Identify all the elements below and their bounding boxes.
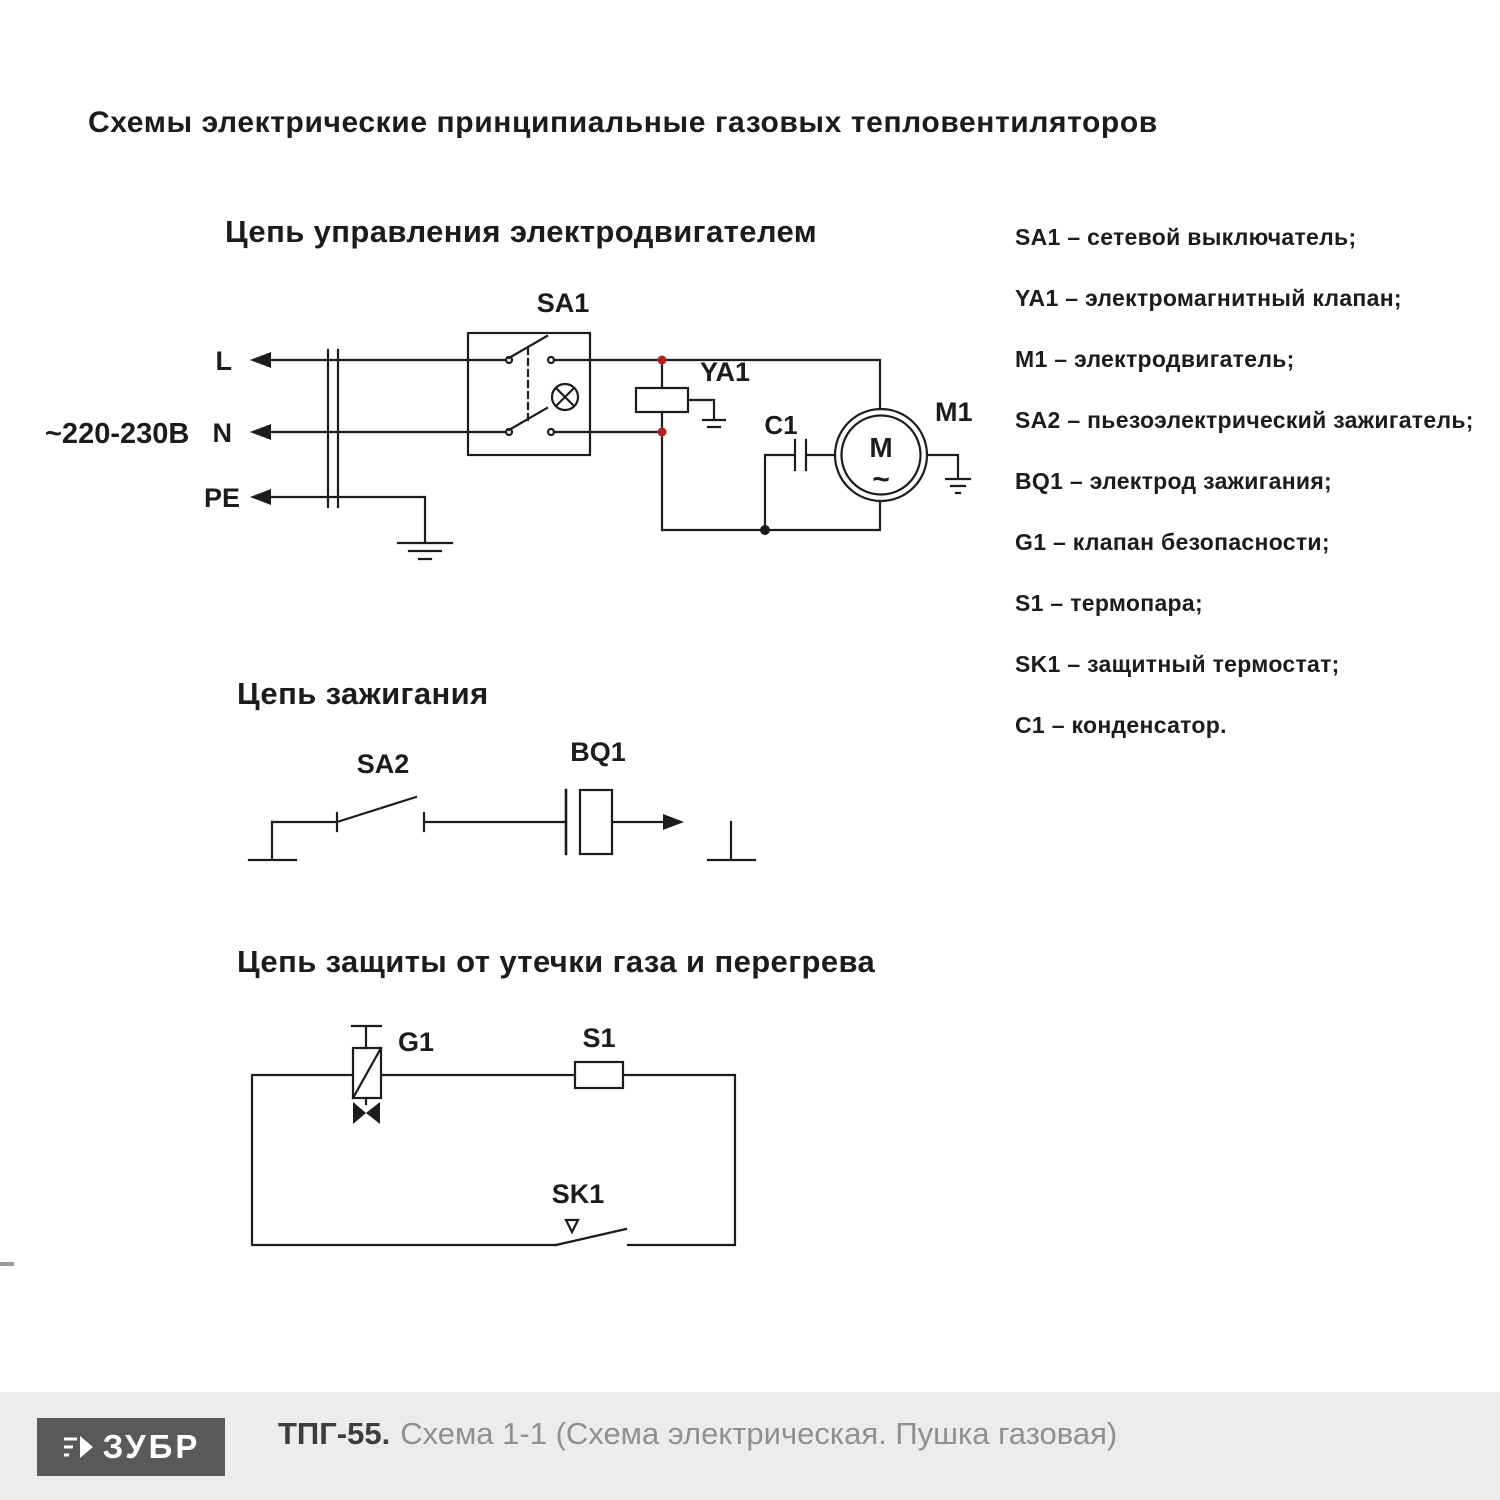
zubr-logo: ЗУБР <box>37 1418 225 1476</box>
scan-artifact-dash <box>0 1262 14 1266</box>
motor-control-circuit: ~220-230В L N PE <box>45 288 973 561</box>
legend-item-s1: S1 – термопара; <box>1015 590 1203 616</box>
junction-dot-red-mid <box>657 427 667 437</box>
scheme-description: Схема 1-1 (Схема электрическая. Пушка га… <box>400 1416 1118 1451</box>
motor-letter: M <box>869 432 892 463</box>
connector-marks <box>326 348 340 509</box>
ground-symbol-ya1 <box>686 398 727 429</box>
sa1-switch-symbol <box>466 331 592 457</box>
m1-motor-symbol: M ~ <box>833 407 972 503</box>
g1-valve-symbol <box>350 1024 383 1124</box>
line-pe-label: PE <box>204 483 240 513</box>
loop-wiring <box>250 1073 737 1247</box>
zubr-logo-icon <box>63 1436 93 1458</box>
protection-circuit-title: Цепь защиты от утечки газа и перегрева <box>237 944 876 979</box>
legend-item-ya1: YA1 – электромагнитный клапан; <box>1015 285 1402 311</box>
sk1-thermostat-symbol <box>554 1218 628 1247</box>
footer-caption: ТПГ-55. Схема 1-1 (Схема электрическая. П… <box>278 1416 1117 1452</box>
arrow-left-l-icon <box>250 352 271 368</box>
ignition-circuit-title: Цепь зажигания <box>237 676 489 711</box>
legend-item-m1: M1 – электродвигатель; <box>1015 346 1295 372</box>
legend-item-sa2: SA2 – пьезоэлектрический зажигатель; <box>1015 407 1474 433</box>
sa2-switch-symbol <box>270 795 568 833</box>
return-run <box>660 500 882 532</box>
right-terminal <box>706 820 757 862</box>
ignition-circuit: SA2 BQ1 <box>247 737 757 862</box>
line-n-label: N <box>213 418 233 448</box>
line-l-label: L <box>216 346 233 376</box>
left-terminal <box>247 820 298 862</box>
arrow-left-pe-icon <box>250 489 271 505</box>
zubr-logo-text: ЗУБР <box>102 1428 201 1465</box>
g1-label: G1 <box>398 1027 434 1057</box>
legend-item-sk1: SK1 – защитный термостат; <box>1015 651 1340 677</box>
junction-dot-red-top <box>657 355 667 365</box>
legend-item-bq1: BQ1 – электрод зажигания; <box>1015 468 1333 494</box>
m1-label: M1 <box>935 397 973 427</box>
sa1-label: SA1 <box>537 288 590 318</box>
protection-circuit: G1 S1 SK1 <box>250 1023 737 1247</box>
supply-voltage-label: ~220-230В <box>45 418 189 450</box>
model-name: ТПГ-55. <box>278 1416 391 1451</box>
indicator-lamp-icon <box>550 382 580 412</box>
phase-line-l <box>250 352 882 411</box>
legend-item-c1: C1 – конденсатор. <box>1015 712 1227 738</box>
arrow-left-n-icon <box>250 424 271 440</box>
page-title: Схемы электрические принципиальные газов… <box>88 106 1158 139</box>
sa2-label: SA2 <box>357 749 410 779</box>
legend: SA1 – сетевой выключатель; YA1 – электро… <box>1015 224 1490 773</box>
legend-item-g1: G1 – клапан безопасности; <box>1015 529 1330 555</box>
bq1-label: BQ1 <box>570 737 626 767</box>
motor-circuit-title: Цепь управления электродвигателем <box>225 214 818 249</box>
s1-thermocouple-symbol <box>573 1060 625 1090</box>
ground-symbol-pe <box>396 541 454 561</box>
footer-bar: ЗУБР ТПГ-55. Схема 1-1 (Схема электрическ… <box>0 1392 1500 1500</box>
spark-arrow-icon <box>663 814 684 830</box>
neutral-line-n <box>250 424 664 440</box>
legend-item-sa1: SA1 – сетевой выключатель; <box>1015 224 1357 250</box>
sk1-label: SK1 <box>552 1179 605 1209</box>
pe-line <box>250 489 454 561</box>
ground-symbol-motor <box>925 453 972 495</box>
c1-capacitor-symbol <box>763 438 837 532</box>
c1-label: C1 <box>764 410 797 440</box>
motor-ac-sign: ~ <box>872 463 890 496</box>
s1-label: S1 <box>582 1023 615 1053</box>
bq1-electrode-symbol <box>564 788 684 856</box>
ya1-label: YA1 <box>700 357 750 387</box>
